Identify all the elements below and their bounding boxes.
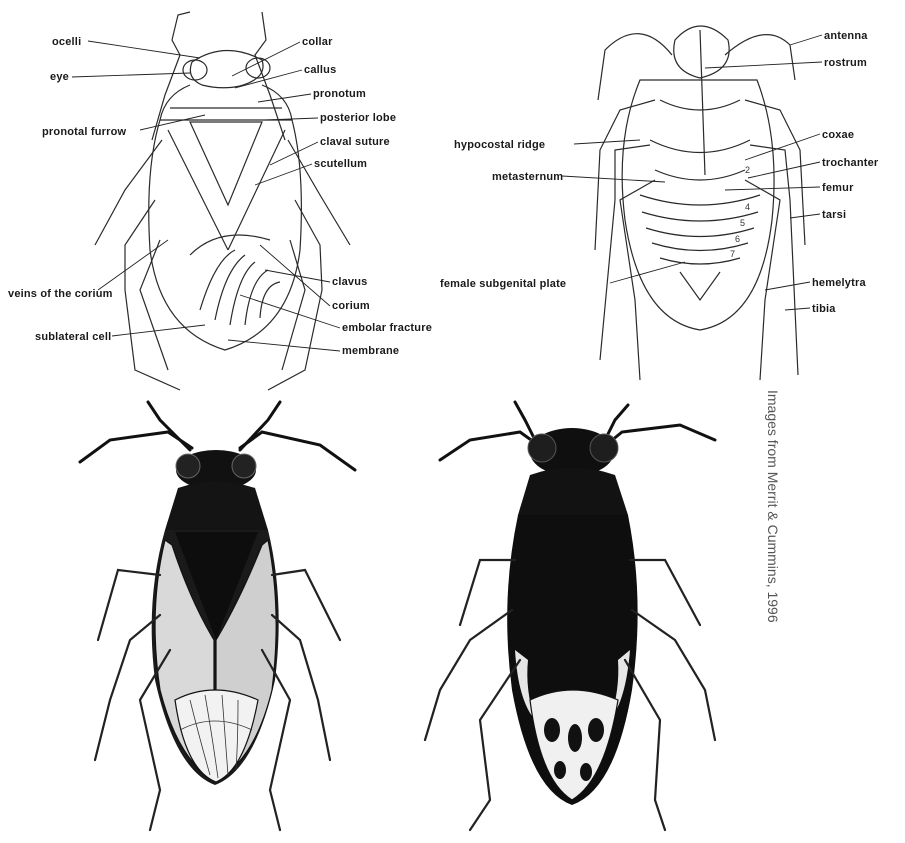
label-callus: callus (304, 64, 336, 76)
label-hemelytra: hemelytra (812, 277, 866, 289)
label-rostrum: rostrum (824, 57, 867, 69)
label-corium: corium (332, 300, 370, 312)
label-eye: eye (50, 71, 69, 83)
insect-illustration-left (80, 402, 355, 830)
label-trochanter: trochanter (822, 157, 879, 169)
label-coxae: coxae (822, 129, 854, 141)
label-ocelli: ocelli (52, 36, 81, 48)
label-posterior-lobe: posterior lobe (320, 112, 396, 124)
dorsal-labels: ocelli eye pronotal furrow veins of the … (8, 36, 432, 357)
label-claval-suture: claval suture (320, 136, 390, 148)
label-scutellum: scutellum (314, 158, 367, 170)
segment-number: 4 (745, 202, 750, 212)
image-credit: Images from Merrit & Cummins, 1996 (763, 390, 783, 710)
label-embolar-fracture: embolar fracture (342, 322, 432, 334)
insect-illustration-right (425, 402, 715, 830)
label-female-subgenital-plate: female subgenital plate (440, 278, 566, 290)
segment-number: 2 (745, 165, 750, 175)
label-femur: femur (822, 182, 854, 194)
segment-number: 5 (740, 218, 745, 228)
dorsal-leader-lines (72, 41, 340, 351)
label-tibia: tibia (812, 303, 836, 315)
label-pronotal-furrow: pronotal furrow (42, 126, 127, 138)
label-pronotum: pronotum (313, 88, 366, 100)
label-sublateral-cell: sublateral cell (35, 331, 111, 343)
label-membrane: membrane (342, 345, 399, 357)
credit-text: Images from Merrit & Cummins, 1996 (765, 390, 781, 623)
ventral-view-drawing (595, 26, 805, 380)
label-hypocostal-ridge: hypocostal ridge (454, 139, 545, 151)
label-metasternum: metasternum (492, 171, 563, 183)
segment-number: 6 (735, 234, 740, 244)
label-collar: collar (302, 36, 333, 48)
segment-number: 7 (730, 249, 735, 259)
label-veins-of-the-corium: veins of the corium (8, 288, 113, 300)
label-tarsi: tarsi (822, 209, 846, 221)
label-antenna: antenna (824, 30, 868, 42)
label-clavus: clavus (332, 276, 367, 288)
